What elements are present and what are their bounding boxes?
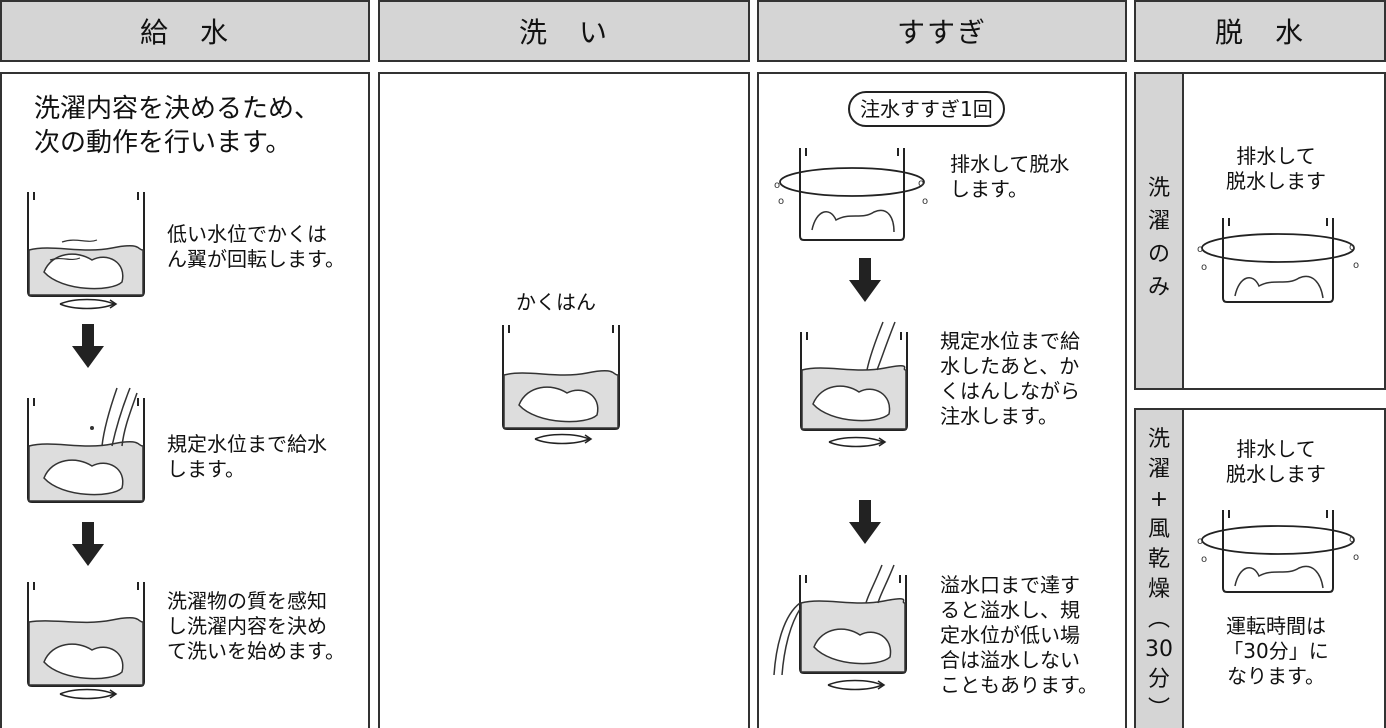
rinse-step3-line-4: 合は溢水しない	[940, 648, 1080, 672]
header-wash: 洗 い	[378, 0, 750, 62]
svg-text:o: o	[778, 196, 784, 207]
svg-text:o: o	[1349, 242, 1355, 253]
spin-note-line-1: 運転時間は	[1226, 614, 1326, 638]
tub-fill-water	[27, 387, 145, 503]
spin-bottom-text-line-1: 排水して	[1236, 437, 1316, 461]
header-spin: 脱 水	[1134, 0, 1386, 62]
tub-fill-agitate	[800, 321, 908, 448]
down-arrow-icon	[849, 258, 881, 302]
tub-low-water-agitate	[27, 192, 145, 310]
down-arrow-icon	[849, 500, 881, 544]
tub-agitate	[502, 325, 620, 445]
rinse-step3-line-3: 定水位が低い場	[940, 623, 1080, 647]
intro-line-1: 洗濯内容を決めるため、	[34, 94, 321, 124]
intro-line-2: 次の動作を行います。	[34, 128, 292, 158]
column-water-supply	[0, 72, 370, 728]
step2-text-line-1: 規定水位まで給水	[167, 432, 327, 456]
svg-text:o: o	[1201, 554, 1207, 565]
down-arrow-icon	[72, 324, 104, 368]
svg-text:o: o	[1353, 260, 1359, 271]
rinse-step2-line-2: 水したあと、か	[940, 354, 1080, 378]
step1-text-line-1: 低い水位でかくは	[167, 222, 327, 246]
spin-wash-dry-label: 洗濯 +風 乾燥 ︵30 分︶	[1145, 427, 1173, 722]
svg-text:o: o	[918, 178, 924, 189]
tub-sense-fabric	[27, 582, 145, 700]
step3-text-line-1: 洗濯物の質を感知	[167, 589, 327, 613]
rinse-step2-line-1: 規定水位まで給	[940, 329, 1080, 353]
tub-spin-drain: oo oo	[1197, 218, 1359, 303]
step3-text-line-2: し洗濯内容を決め	[167, 614, 327, 638]
rinse-step3-line-5: こともあります。	[940, 673, 1098, 697]
down-arrow-icon	[72, 522, 104, 566]
rinse-step1-line-2: します。	[950, 177, 1028, 201]
svg-text:o: o	[1201, 262, 1207, 273]
spin-note-line-3: なります。	[1227, 664, 1325, 688]
spin-top-text-line-2: 脱水します	[1226, 169, 1326, 193]
agitate-label: かくはん	[516, 290, 596, 314]
spin-wash-only-sidebar	[1134, 72, 1184, 390]
rinse-step2-line-4: 注水します。	[940, 404, 1058, 428]
svg-text:o: o	[774, 180, 780, 191]
step3-text-line-3: て洗いを始めます。	[167, 639, 345, 663]
rinse-step2-line-3: くはんしながら	[940, 379, 1080, 403]
rinse-step3-line-1: 溢水口まで達す	[940, 573, 1080, 597]
svg-text:o: o	[922, 196, 928, 207]
header-rinse: すすぎ	[757, 0, 1127, 62]
tub-drain-spin: oo oo	[774, 148, 928, 241]
rinse-mode-pill: 注水すすぎ1回	[848, 91, 1005, 127]
step1-text-line-2: ん翼が回転します。	[167, 247, 345, 271]
spin-bottom-text-line-2: 脱水します	[1226, 462, 1326, 486]
rinse-step1-line-1: 排水して脱水	[950, 152, 1070, 176]
spin-note-line-2: 「30分」に	[1223, 639, 1329, 663]
rinse-step3-line-2: ると溢水し、規	[940, 598, 1080, 622]
svg-text:o: o	[1349, 534, 1355, 545]
svg-text:o: o	[1353, 552, 1359, 563]
step2-text-line-2: します。	[167, 457, 245, 481]
tub-overflow	[773, 564, 907, 691]
tub-spin-drain-dry: oo oo	[1197, 510, 1359, 593]
svg-text:o: o	[1197, 536, 1203, 547]
spin-wash-only-label: 洗濯 のみ	[1147, 176, 1170, 300]
spin-top-text-line-1: 排水して	[1236, 144, 1316, 168]
svg-text:o: o	[1197, 244, 1203, 255]
header-water-supply: 給 水	[0, 0, 370, 62]
spin-wash-dry-sidebar	[1134, 408, 1184, 728]
